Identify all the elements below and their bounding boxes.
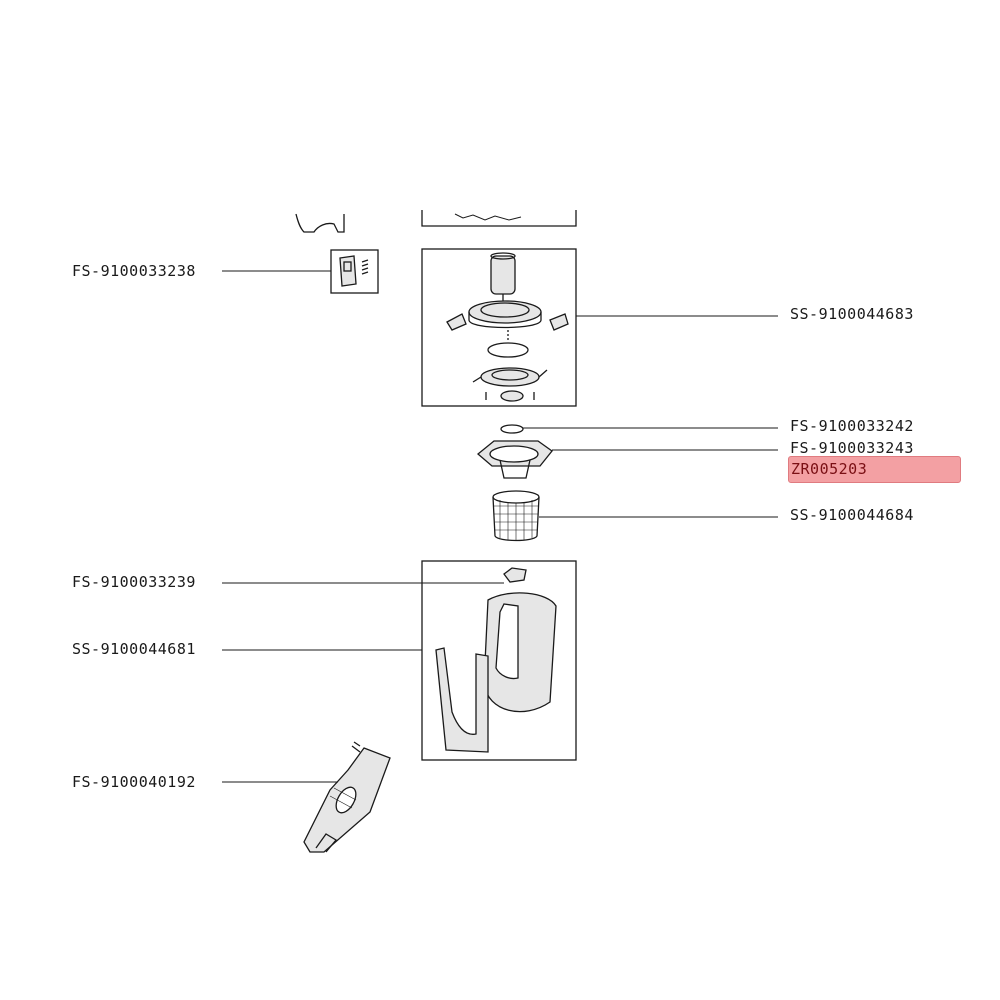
part-label-fs-9100033239[interactable]: FS-9100033239 (72, 573, 196, 591)
filter-disc-illustration (500, 424, 524, 434)
nozzle-tube-illustration (303, 741, 391, 853)
top-partial-frame (421, 210, 577, 227)
part-label-ss-9100044683[interactable]: SS-9100044683 (790, 305, 914, 323)
filter-holder-illustration (476, 440, 553, 479)
part-label-fs-9100033242[interactable]: FS-9100033242 (790, 417, 914, 435)
part-label-zr005203[interactable]: ZR005203 (791, 460, 868, 478)
part-label-fs-9100040192[interactable]: FS-9100040192 (72, 773, 196, 791)
cyclone-assembly-illustration (421, 248, 577, 407)
top-left-partial-part (295, 213, 345, 233)
part-label-ss-9100044684[interactable]: SS-9100044684 (790, 506, 914, 524)
part-label-fs-9100033243[interactable]: FS-9100033243 (790, 439, 914, 457)
leader-lines (222, 270, 778, 783)
dust-bin-illustration (421, 560, 577, 761)
part-label-fs-9100033238[interactable]: FS-9100033238 (72, 262, 196, 280)
latch-part-illustration (330, 249, 379, 294)
mesh-filter-illustration (492, 490, 540, 542)
selected-part-highlight (788, 456, 961, 483)
part-label-ss-9100044681[interactable]: SS-9100044681 (72, 640, 196, 658)
